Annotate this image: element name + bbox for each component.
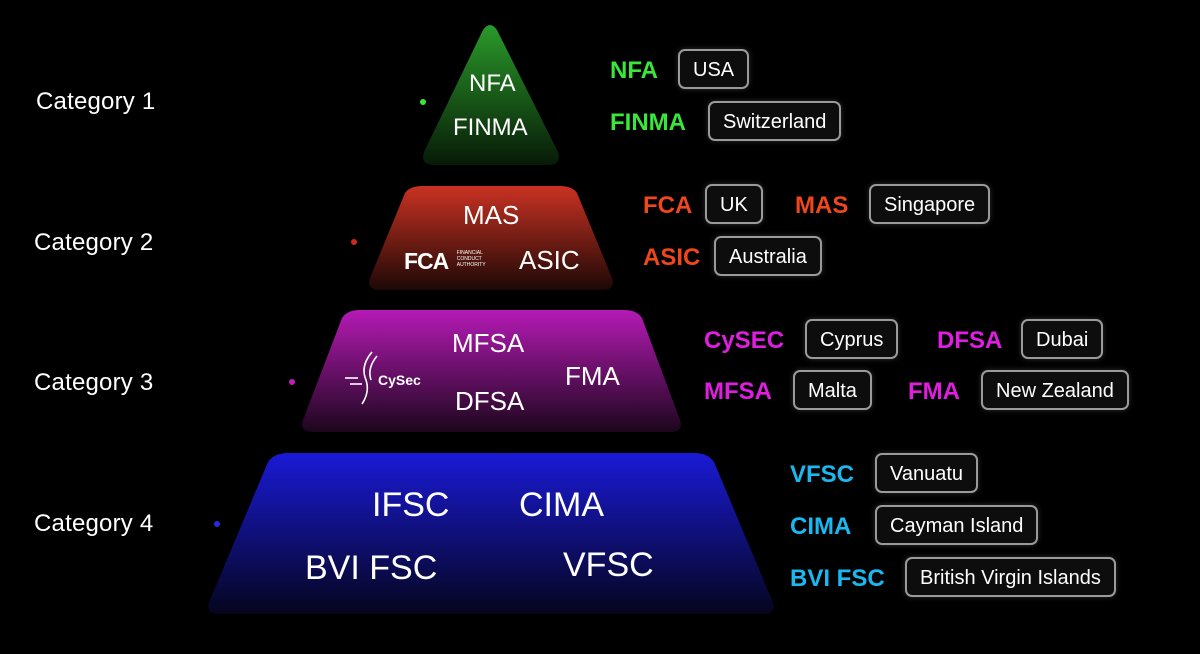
legend-regulator: FMA <box>908 378 960 405</box>
cysec-logo-mark <box>345 351 378 405</box>
legend-regulator: NFA <box>610 57 658 84</box>
legend-country-badge: Cayman Island <box>875 505 1039 545</box>
legend-country-badge: Cyprus <box>805 319 899 359</box>
tier-3-regulator: DFSA <box>455 386 525 416</box>
fca-logo-line: FINANCIAL <box>456 250 483 256</box>
legend-country-badge: New Zealand <box>981 370 1129 410</box>
legend-country-badge: USA <box>678 49 750 89</box>
tier-4-regulator: CIMA <box>519 486 604 524</box>
legend-regulator: MFSA <box>704 378 772 405</box>
legend-regulator: DFSA <box>937 327 1003 354</box>
tier-2-regulator: ASIC <box>519 245 580 275</box>
legend-regulator: FINMA <box>610 109 686 136</box>
legend-country-badge: Malta <box>793 370 872 410</box>
legend-regulator: CySEC <box>704 327 785 354</box>
legend-regulator: ASIC <box>643 244 701 271</box>
category-2-label: Category 2 <box>34 229 154 256</box>
legend-country-badge: Singapore <box>869 184 991 224</box>
legend-regulator: FCA <box>643 192 693 219</box>
legend-regulator: VFSC <box>790 461 855 488</box>
tier-4-regulator: VFSC <box>563 546 654 584</box>
fca-logo-line: CONDUCT <box>456 256 482 262</box>
legend-regulator: MAS <box>795 192 849 219</box>
tier-2-shape <box>369 186 613 290</box>
legend-country-badge: British Virgin Islands <box>905 557 1116 597</box>
tier-3-regulator: FMA <box>565 361 620 391</box>
legend-regulator: CIMA <box>790 513 852 540</box>
tier-4-regulator: IFSC <box>372 486 450 524</box>
tier-2-regulator: MAS <box>463 200 520 230</box>
tier-1-shape <box>423 25 559 165</box>
cysec-logo: CySec <box>378 372 421 390</box>
tier-4-regulator: BVI FSC <box>305 549 438 587</box>
legend-country-badge: Dubai <box>1021 319 1104 359</box>
fca-logo: FCA FINANCIAL CONDUCT AUTHORITY <box>404 248 486 275</box>
fca-logo-line: AUTHORITY <box>456 262 486 268</box>
fca-logo-mark: FCA <box>404 248 449 274</box>
category-3-label: Category 3 <box>34 369 154 396</box>
tier-4-shape <box>208 453 774 614</box>
legend-country-badge: Australia <box>714 236 822 276</box>
legend-country-badge: Switzerland <box>708 101 842 141</box>
category-1-label: Category 1 <box>36 88 156 115</box>
legend-country-badge: UK <box>705 184 763 224</box>
tier-3-regulator: MFSA <box>452 328 525 358</box>
legend-country-badge: Vanuatu <box>875 453 979 493</box>
tier-1-regulator: NFA <box>469 70 516 97</box>
tier-1-regulator: FINMA <box>453 114 528 141</box>
cysec-logo-text: CySec <box>378 372 421 388</box>
category-4-label: Category 4 <box>34 510 154 537</box>
tier-3-shape <box>302 310 681 432</box>
legend-regulator: BVI FSC <box>790 565 885 592</box>
